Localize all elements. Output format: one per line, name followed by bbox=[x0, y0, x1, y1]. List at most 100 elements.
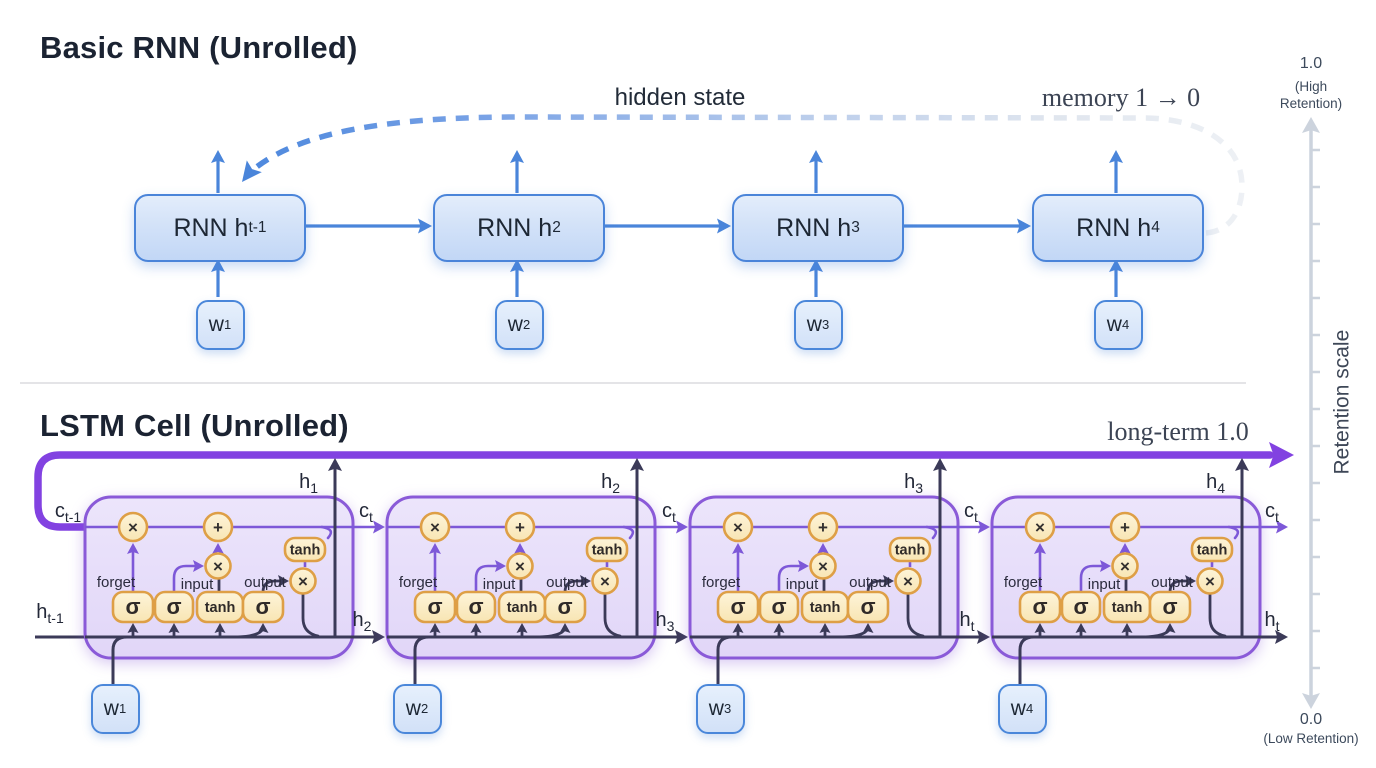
sigma-gate-label: σ bbox=[427, 594, 442, 619]
multiply-op-circle bbox=[204, 552, 232, 580]
rnn-input-arrow-head bbox=[809, 259, 823, 272]
w-input-label: w bbox=[507, 313, 523, 336]
multiply-op-circle bbox=[591, 567, 619, 595]
sigma-gate-box bbox=[716, 590, 760, 624]
sigma-gate-label: σ bbox=[468, 594, 483, 619]
hidden-to-output-gate-arrow-head bbox=[559, 623, 571, 633]
forget-arrow-head bbox=[127, 543, 139, 554]
w-input-label: w bbox=[806, 313, 822, 336]
multiply-op-circle bbox=[722, 511, 754, 543]
multiply-op-circle bbox=[289, 567, 317, 595]
hidden-state-feedback-line bbox=[252, 114, 1245, 236]
w-input-label: w bbox=[1106, 313, 1122, 336]
input-gate-word: input bbox=[1088, 576, 1121, 593]
hidden-top-arrow-head bbox=[1235, 458, 1249, 471]
hidden-state-label: ht bbox=[1264, 609, 1279, 634]
hidden-connector-arrow-head bbox=[977, 630, 990, 644]
retention-scale-top-arrow bbox=[1302, 117, 1320, 133]
cell-state-label: ct bbox=[964, 500, 978, 525]
sigma-gate-box bbox=[1018, 590, 1062, 624]
output-gate-curve bbox=[1168, 579, 1193, 594]
input-gate-word: input bbox=[181, 576, 214, 593]
rnn-connector-arrow-head bbox=[717, 218, 731, 234]
sigma-gate-label: σ bbox=[557, 594, 572, 619]
cstate-to-tanh-curve bbox=[1227, 525, 1240, 540]
w-input-label: w bbox=[1010, 697, 1026, 720]
hidden-connector-arrow-head bbox=[675, 630, 688, 644]
sigma-gate-box bbox=[758, 590, 800, 624]
sigma-gate-box bbox=[1060, 590, 1102, 624]
input-gate-curve bbox=[172, 564, 201, 594]
w-input-label: w bbox=[103, 697, 119, 720]
rnn-section-title: Basic RNN (Unrolled) bbox=[40, 30, 358, 65]
sigma-gate-label: σ bbox=[125, 594, 140, 619]
cstate-to-tanh-curve bbox=[925, 525, 938, 540]
sigma-gate-box bbox=[455, 590, 497, 624]
hidden-state-feedback-arrow-head bbox=[242, 160, 262, 182]
cell-state-connector-arrow-head bbox=[676, 520, 688, 534]
multiply-to-hidden-curve bbox=[301, 593, 320, 638]
input-gate-arrow-head bbox=[798, 560, 809, 572]
add-arrow-head bbox=[817, 543, 829, 554]
sigma-gate-label: σ bbox=[166, 594, 181, 619]
tanh-gate-box bbox=[585, 536, 629, 563]
multiply-op-circle bbox=[809, 552, 837, 580]
hidden-to-output-gate-arrow-head bbox=[257, 623, 269, 633]
cell-state-label: ct bbox=[359, 500, 373, 525]
multiply-to-hidden-curve bbox=[1208, 593, 1227, 638]
add-op-symbol: + bbox=[818, 518, 828, 537]
hidden-state-label: ht-1 bbox=[36, 601, 64, 626]
cell-state-label: ct-1 bbox=[55, 500, 82, 525]
forget-arrow-head bbox=[732, 543, 744, 554]
multiply-op-circle bbox=[894, 567, 922, 595]
rnn-output-arrow-head bbox=[510, 150, 524, 163]
output-gate-word: output bbox=[546, 574, 589, 591]
hidden-to-output-gate-arrow-head bbox=[1164, 623, 1176, 633]
rnn-input-arrow-head bbox=[1109, 259, 1123, 272]
hidden-to-gate-arrow-head bbox=[470, 623, 482, 633]
long-term-memory-arrow-head bbox=[1269, 442, 1294, 468]
input-gate-arrow-head bbox=[1100, 560, 1111, 572]
output-gate-curve bbox=[563, 579, 588, 594]
hidden-connector-arrow-head bbox=[1275, 630, 1288, 644]
hidden-state-label: h3 bbox=[656, 609, 675, 634]
cell-state-label: ct bbox=[1265, 500, 1279, 525]
multiply-op-symbol: × bbox=[1035, 518, 1045, 537]
tanh-gate-label: tanh bbox=[895, 543, 926, 559]
hidden-to-output-gate-arrow-head bbox=[862, 623, 874, 633]
cell-state-connector-arrow-head bbox=[373, 520, 385, 534]
add-op-circle bbox=[1109, 511, 1141, 543]
sigma-gate-label: σ bbox=[1032, 594, 1047, 619]
tanh-gate-label: tanh bbox=[507, 600, 538, 616]
multiply-op-symbol: × bbox=[298, 572, 308, 591]
hidden-top-arrow-head bbox=[630, 458, 644, 471]
forget-gate-word: forget bbox=[399, 574, 438, 591]
sigma-gate-label: σ bbox=[730, 594, 745, 619]
multiply-to-hidden-curve bbox=[906, 593, 925, 638]
output-gate-arrow-head bbox=[883, 575, 894, 587]
multiply-op-symbol: × bbox=[430, 518, 440, 537]
hidden-to-gate-arrow-head bbox=[1075, 623, 1087, 633]
hidden-output-label: h4 bbox=[1206, 471, 1225, 496]
tanh-gate-label: tanh bbox=[1112, 600, 1143, 616]
multiply-op-symbol: × bbox=[213, 557, 223, 576]
cell-state-connector-arrow-head bbox=[1276, 520, 1288, 534]
add-op-symbol: + bbox=[515, 518, 525, 537]
hidden-to-gate-arrow-head bbox=[429, 623, 441, 633]
hidden-connector-arrow-head bbox=[372, 630, 385, 644]
scale-top-value: 1.0 bbox=[1299, 55, 1323, 72]
tanh-gate-label: tanh bbox=[1197, 543, 1228, 559]
scale-bottom-value: 0.0 bbox=[1299, 711, 1323, 728]
hidden-to-gate-arrow-head bbox=[732, 623, 744, 633]
hidden-output-label: h3 bbox=[904, 471, 923, 496]
rnn-output-arrow-head bbox=[1109, 150, 1123, 163]
hidden-state-label: h2 bbox=[353, 609, 372, 634]
long-term-label: long-term 1.0 bbox=[1107, 417, 1249, 446]
